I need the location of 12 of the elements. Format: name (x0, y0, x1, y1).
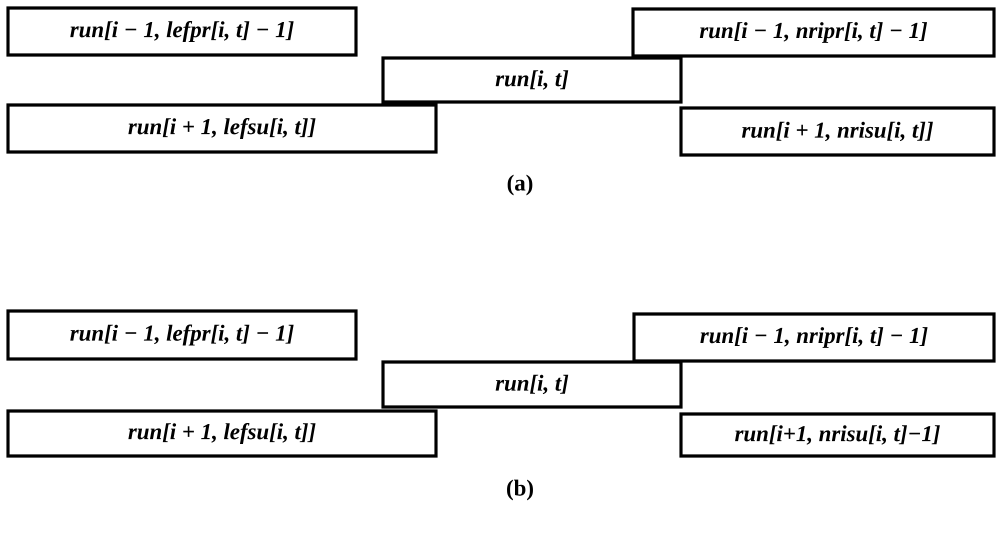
run-box: run[i − 1, nripr[i, t] − 1] (632, 312, 996, 363)
run-box: run[i, t] (381, 360, 683, 409)
run-box: run[i − 1, lefpr[i, t] − 1] (6, 6, 358, 57)
run-box: run[i, t] (381, 56, 683, 104)
run-box: run[i − 1, nripr[i, t] − 1] (631, 7, 996, 58)
run-box: run[i+1, nrisu[i, t]−1] (679, 412, 996, 458)
panel-label: (b) (507, 480, 533, 500)
run-box: run[i + 1, nrisu[i, t]] (679, 106, 996, 157)
run-box: run[i − 1, lefpr[i, t] − 1] (6, 309, 358, 361)
run-box: run[i + 1, lefsu[i, t]] (6, 409, 438, 458)
run-box: run[i + 1, lefsu[i, t]] (6, 103, 438, 154)
panel-label: (a) (508, 174, 532, 196)
